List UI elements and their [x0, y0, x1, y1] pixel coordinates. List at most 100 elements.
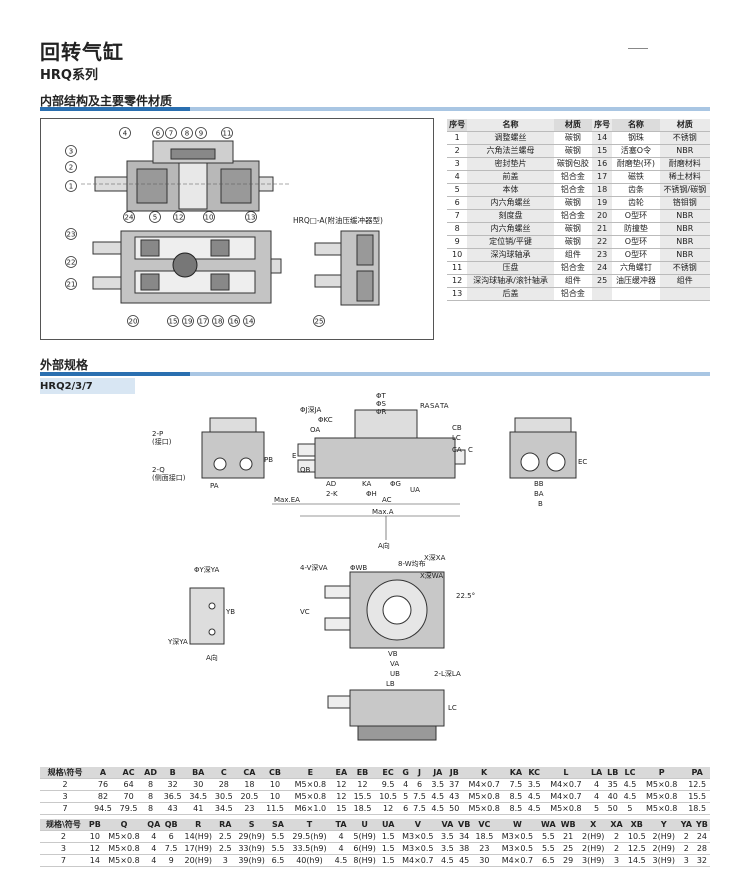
callout-left-0: 3	[69, 148, 73, 156]
parts-cell: 碳钢	[553, 196, 592, 210]
spec-header: G	[400, 767, 411, 779]
spec-header: WA	[538, 819, 559, 831]
label-CB: CB	[452, 424, 462, 432]
parts-header: 名称	[612, 119, 660, 132]
label-C: C	[468, 446, 473, 454]
spec-cell: 2.5	[216, 842, 234, 855]
spec-header: VA	[438, 819, 456, 831]
label-2-Q: 2-Q	[152, 466, 165, 474]
callout-top-2: 7	[169, 130, 173, 138]
spec-header: CA	[236, 767, 263, 779]
spec-cell: 6	[400, 802, 411, 815]
parts-cell: 组件	[553, 248, 592, 262]
label-MaxEA: Max.EA	[274, 496, 300, 504]
spec-cell: M3×0.5	[496, 830, 539, 843]
label-phiY: ΦY深YA	[194, 565, 220, 574]
spec-cell: 28	[211, 778, 237, 791]
spec-header: QB	[162, 819, 180, 831]
parts-cell: 组件	[553, 274, 592, 288]
label-LC2: LC	[448, 704, 457, 712]
spec-header: U	[349, 819, 380, 831]
spec-cell: 8.5	[506, 790, 526, 803]
spec-cell: 4	[588, 778, 605, 791]
spec-cell: 38	[455, 842, 473, 855]
spec-cell: 15.5	[349, 790, 376, 803]
spec-cell: 34	[455, 830, 473, 843]
spec-cell: 12	[349, 778, 376, 791]
label-YB: YB	[225, 608, 235, 616]
spec-cell: 4	[145, 830, 163, 843]
parts-header: 名称	[467, 119, 554, 132]
spec-cell: 10	[262, 790, 288, 803]
parts-cell: O型环	[612, 235, 660, 249]
spec-cell: 45	[455, 854, 473, 867]
spec-header: J	[410, 767, 429, 779]
spec-cell: 40	[604, 790, 621, 803]
label-TA: TA	[439, 402, 449, 410]
callout-bottom-6: 14	[245, 318, 254, 326]
label-AC: AC	[382, 496, 392, 504]
parts-cell: 防撞垫	[612, 222, 660, 236]
spec-cell: 8	[141, 802, 160, 815]
spec-header: UA	[379, 819, 397, 831]
parts-cell: 刻度盘	[467, 209, 554, 223]
callout-left2-2: 21	[67, 281, 76, 289]
label-OA: OA	[310, 426, 320, 434]
spec-cell: 17(H9)	[179, 842, 217, 855]
parts-cell: 1	[447, 131, 468, 145]
spec-cell: 7.5	[410, 802, 429, 815]
parts-cell: 13	[447, 287, 468, 301]
spec-cell: 18.5	[349, 802, 376, 815]
parts-cell	[612, 287, 660, 301]
spec-cell: 2	[40, 778, 91, 791]
parts-cell	[592, 287, 613, 301]
spec-cell: 32	[159, 778, 186, 791]
spec-cell: 8	[141, 790, 160, 803]
spec-cell: 5	[588, 802, 605, 815]
spec-cell: 2	[608, 842, 625, 855]
spec-header: TA	[332, 819, 350, 831]
label-LB: LB	[386, 680, 395, 688]
spec-cell: 6.5	[269, 854, 287, 867]
spec-cell: 23	[236, 802, 263, 815]
parts-cell: 16	[592, 157, 613, 171]
spec-cell: 11.5	[262, 802, 288, 815]
spec-cell: 28	[693, 842, 710, 855]
spec-cell: 6(H9)	[349, 842, 380, 855]
callout-bottom-4: 18	[214, 318, 223, 326]
parts-cell: 活塞O令	[612, 144, 660, 158]
label-port: (接口)	[152, 437, 172, 446]
parts-cell: 压盘	[467, 261, 554, 275]
parts-cell: 铝合金	[553, 261, 592, 275]
spec-header: LB	[604, 767, 621, 779]
spec-cell: 2(H9)	[578, 842, 609, 855]
spec-cell: 36.5	[159, 790, 186, 803]
spec-cell: 5.5	[269, 842, 287, 855]
model-label-bg	[40, 378, 135, 394]
label-VC: VC	[300, 608, 310, 616]
internal-structure-diagram: 4 6 7 8 9 11 3 2 1 24 5 12 10 13 23 22 2…	[40, 118, 434, 340]
callout-mid-3: 10	[205, 214, 214, 222]
spec-header: LA	[588, 767, 605, 779]
spec-cell: 82	[90, 790, 116, 803]
parts-cell: 17	[592, 170, 613, 184]
label-PA: PA	[210, 482, 219, 490]
spec-cell: 76	[90, 778, 116, 791]
callout-top-1: 6	[156, 130, 161, 138]
spec-cell: 4.5	[525, 790, 544, 803]
spec-header: YB	[693, 819, 710, 831]
spec-cell: 14(H9)	[179, 830, 217, 843]
spec-header: 规格\符号	[40, 767, 91, 779]
spec-cell: 40(h9)	[286, 854, 333, 867]
spec-header: KC	[525, 767, 544, 779]
label-QB: QB	[300, 466, 311, 474]
parts-cell: 六角螺钉	[612, 261, 660, 275]
parts-cell: 碳钢	[553, 222, 592, 236]
